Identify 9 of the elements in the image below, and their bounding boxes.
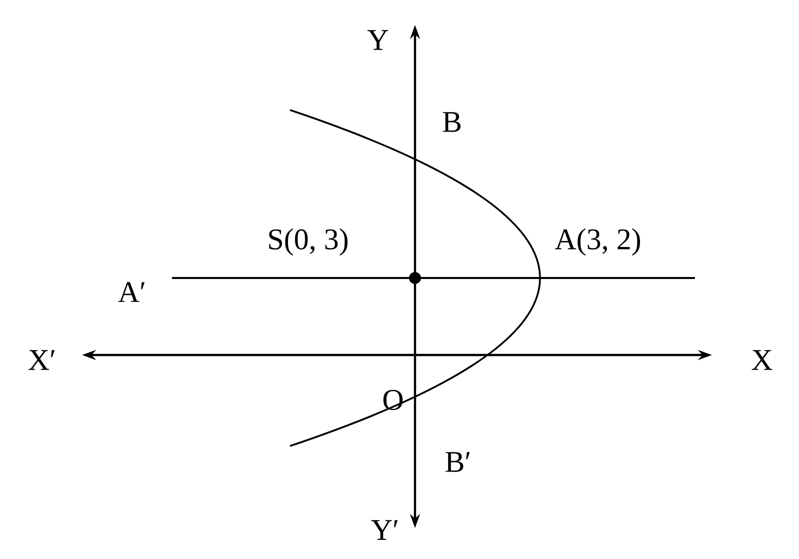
axis-label: X′ — [28, 350, 55, 370]
axis-label: Y′ — [371, 520, 398, 540]
point-label: B — [442, 112, 461, 132]
point-label: A′ — [118, 282, 145, 302]
axis-label: Y — [368, 30, 388, 50]
axis-label: X — [752, 350, 772, 370]
point-label: B′ — [446, 452, 470, 472]
point-label: A(3, 2) — [554, 228, 640, 256]
point-label: S(0, 3) — [269, 228, 348, 256]
